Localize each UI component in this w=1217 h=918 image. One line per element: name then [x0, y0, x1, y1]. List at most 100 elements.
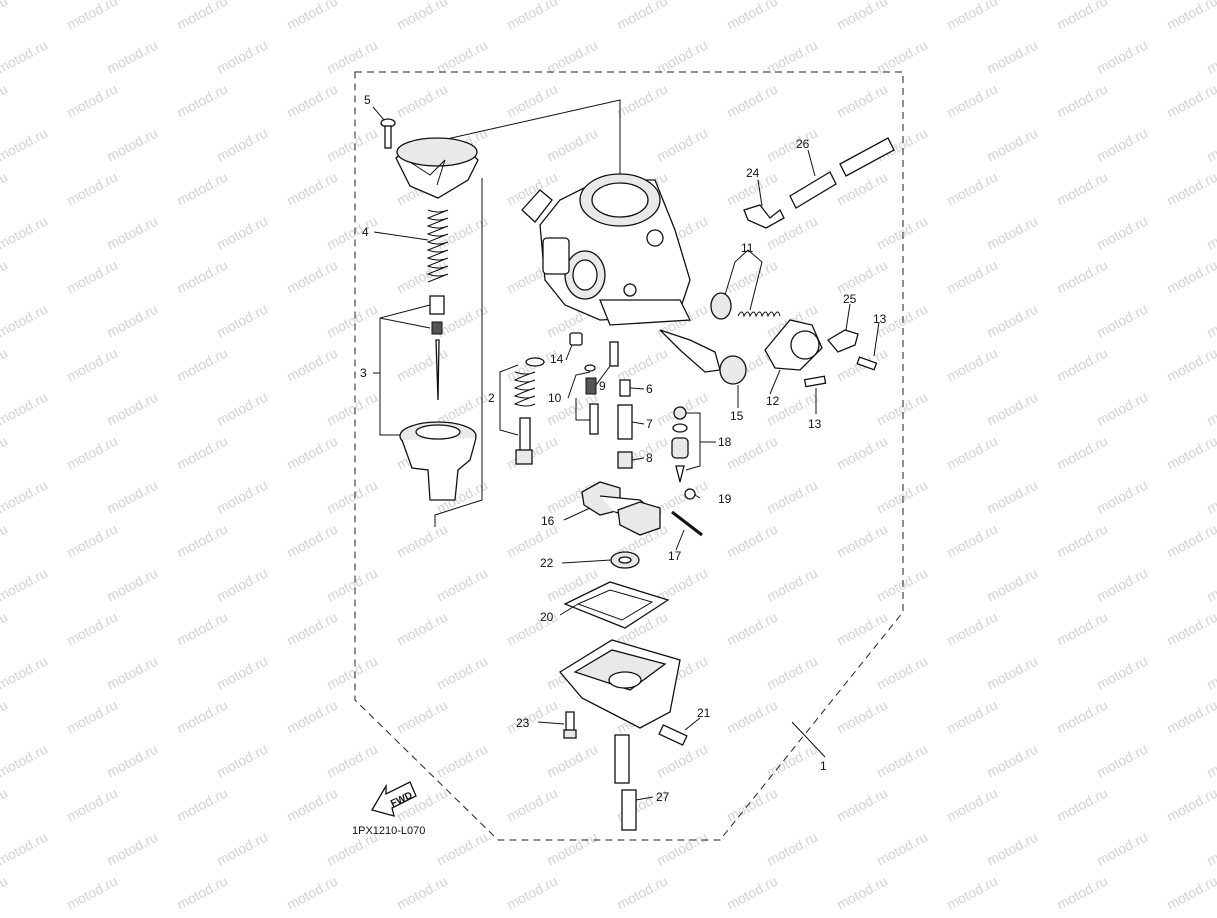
watermark-text: motod.ru — [834, 521, 890, 561]
callout-13-lower: 13 — [808, 417, 822, 431]
watermark-text: motod.ru — [504, 81, 560, 121]
watermark-text: motod.ru — [654, 741, 710, 781]
watermark-text: motod.ru — [284, 257, 340, 297]
watermark-text: motod.ru — [394, 0, 450, 33]
watermark-text: motod.ru — [724, 257, 780, 297]
watermark-text: motod.ru — [104, 301, 160, 341]
watermark-text: motod.ru — [764, 565, 820, 605]
watermark-text: motod.ru — [104, 389, 160, 429]
watermark-text: motod.ru — [394, 521, 450, 561]
part-4-spring — [426, 209, 449, 283]
watermark-text: motod.ru — [1204, 565, 1217, 605]
cap-bracket-line — [397, 99, 621, 210]
callout-10: 10 — [548, 391, 562, 405]
watermark-text: motod.ru — [0, 565, 50, 605]
watermark-text: motod.ru — [764, 37, 820, 77]
watermark-text: motod.ru — [944, 785, 1000, 825]
watermark-text: motod.ru — [324, 565, 380, 605]
watermark-text: motod.ru — [1204, 125, 1217, 165]
watermark-text: motod.ru — [834, 169, 890, 209]
watermark-text: motod.ru — [614, 345, 670, 385]
watermark-text: motod.ru — [944, 521, 1000, 561]
watermark-text: motod.ru — [1094, 389, 1150, 429]
watermark-text: motod.ru — [944, 697, 1000, 737]
part-2-pilot-screw-set — [513, 357, 545, 465]
watermark-text: motod.ru — [944, 433, 1000, 473]
watermark-text: motod.ru — [0, 37, 50, 77]
watermark-text: motod.ru — [1094, 301, 1150, 341]
watermark-text: motod.ru — [324, 741, 380, 781]
watermark-text: motod.ru — [874, 653, 930, 693]
watermark-text: motod.ru — [64, 81, 120, 121]
watermark-text: motod.ru — [1204, 477, 1217, 517]
watermark-text: motod.ru — [324, 301, 380, 341]
watermark-text: motod.ru — [984, 829, 1040, 869]
watermark-text: motod.ru — [654, 829, 710, 869]
watermark-text: motod.ru — [284, 609, 340, 649]
part-19-screw — [684, 488, 696, 500]
carb-top-cap — [395, 137, 479, 199]
watermark-text: motod.ru — [1054, 873, 1110, 913]
watermark-text: motod.ru — [1164, 0, 1217, 33]
watermark-text: motod.ru — [1164, 873, 1217, 913]
callout-6: 6 — [646, 382, 653, 396]
watermark-text: motod.ru — [1094, 37, 1150, 77]
watermark-text: motod.ru — [1204, 741, 1217, 781]
part-13-screw-lower — [803, 375, 827, 388]
callout-9: 9 — [599, 379, 606, 393]
watermark-text: motod.ru — [64, 697, 120, 737]
part-10-jet-set — [584, 364, 599, 435]
watermark-text: motod.ru — [214, 565, 270, 605]
watermark-text: motod.ru — [284, 81, 340, 121]
watermark-text: motod.ru — [64, 873, 120, 913]
watermark-text: motod.ru — [104, 653, 160, 693]
watermark-text: motod.ru — [324, 125, 380, 165]
watermark-text: motod.ru — [0, 433, 10, 473]
watermark-text: motod.ru — [394, 873, 450, 913]
watermark-text: motod.ru — [174, 697, 230, 737]
watermark-text: motod.ru — [0, 0, 10, 33]
part-24-elbow — [743, 204, 785, 229]
watermark-text: motod.ru — [724, 873, 780, 913]
callout-1: 1 — [820, 759, 827, 773]
watermark-text: motod.ru — [174, 785, 230, 825]
watermark-text: motod.ru — [434, 829, 490, 869]
carburetor-body — [521, 173, 692, 326]
watermark-text: motod.ru — [874, 37, 930, 77]
watermark-text: motod.ru — [834, 257, 890, 297]
float-bowl — [559, 639, 681, 729]
watermark-text: motod.ru — [174, 257, 230, 297]
watermark-text: motod.ru — [284, 0, 340, 33]
part-25-bracket — [827, 329, 859, 353]
watermark-text: motod.ru — [984, 653, 1040, 693]
watermark-text: motod.ru — [434, 653, 490, 693]
watermark-text: motod.ru — [724, 521, 780, 561]
watermark-text: motod.ru — [764, 477, 820, 517]
watermark-text: motod.ru — [0, 125, 50, 165]
watermark-text: motod.ru — [104, 213, 160, 253]
callout-3: 3 — [360, 366, 367, 380]
callout-4: 4 — [362, 225, 369, 239]
watermark-text: motod.ru — [724, 433, 780, 473]
watermark-text: motod.ru — [1164, 169, 1217, 209]
watermark-text: motod.ru — [104, 565, 160, 605]
watermark-text: motod.ru — [0, 257, 10, 297]
watermark-text: motod.ru — [1054, 433, 1110, 473]
watermark-text: motod.ru — [874, 389, 930, 429]
watermark-text: motod.ru — [1204, 213, 1217, 253]
callout-17: 17 — [668, 549, 682, 563]
watermark-text: motod.ru — [654, 37, 710, 77]
watermark-text: motod.ru — [214, 829, 270, 869]
watermark-text: motod.ru — [1054, 697, 1110, 737]
watermark-text: motod.ru — [654, 125, 710, 165]
callout-11: 11 — [741, 241, 754, 255]
part-22-collar — [610, 551, 640, 569]
watermark-text: motod.ru — [174, 0, 230, 33]
watermark-text: motod.ru — [434, 741, 490, 781]
watermark-text: motod.ru — [614, 873, 670, 913]
callout-14: 14 — [550, 352, 564, 366]
watermark-text: motod.ru — [64, 257, 120, 297]
callout-16: 16 — [541, 514, 555, 528]
part-8-jet-holder — [617, 451, 633, 469]
watermark-text: motod.ru — [434, 565, 490, 605]
